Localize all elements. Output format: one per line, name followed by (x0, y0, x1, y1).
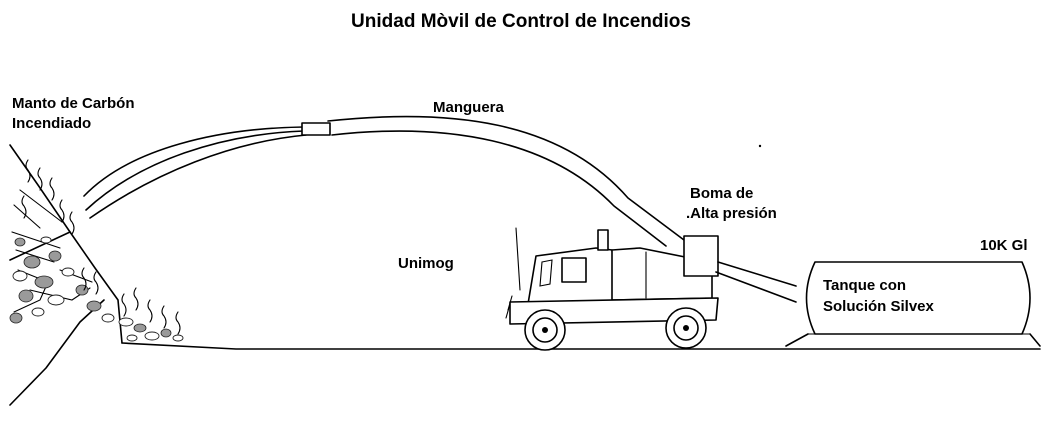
silvex-tank (785, 261, 1041, 347)
coal-seam-label-line2: Incendiado (12, 115, 91, 132)
pump-label-line1: Boma de (690, 185, 753, 202)
front-wheel (524, 309, 566, 351)
diagram-title: Unidad Mòvil de Control de Incendios (351, 11, 691, 32)
pump-label-line2: .Alta presión (686, 205, 777, 222)
smoke-wisps (21, 159, 181, 335)
tank-label-line2: Solución Silvex (823, 298, 935, 315)
rear-wheel (665, 307, 707, 349)
hose-nozzle (301, 122, 331, 136)
burning-coal-seam (9, 144, 184, 406)
coal-seam-label-line1: Manto de Carbón (12, 95, 135, 112)
water-jets (83, 126, 307, 219)
tank-label-line1: Tanque con (823, 277, 906, 294)
hose (301, 115, 685, 247)
supply-line (715, 261, 797, 303)
high-pressure-pump (683, 235, 719, 277)
coal-rocks (9, 236, 184, 342)
hose-label: Manguera (433, 99, 505, 116)
tank-capacity-label: 10K Gl (980, 237, 1028, 254)
cab-window (561, 257, 587, 283)
ground (121, 342, 1041, 350)
truck-label: Unimog (398, 255, 454, 272)
